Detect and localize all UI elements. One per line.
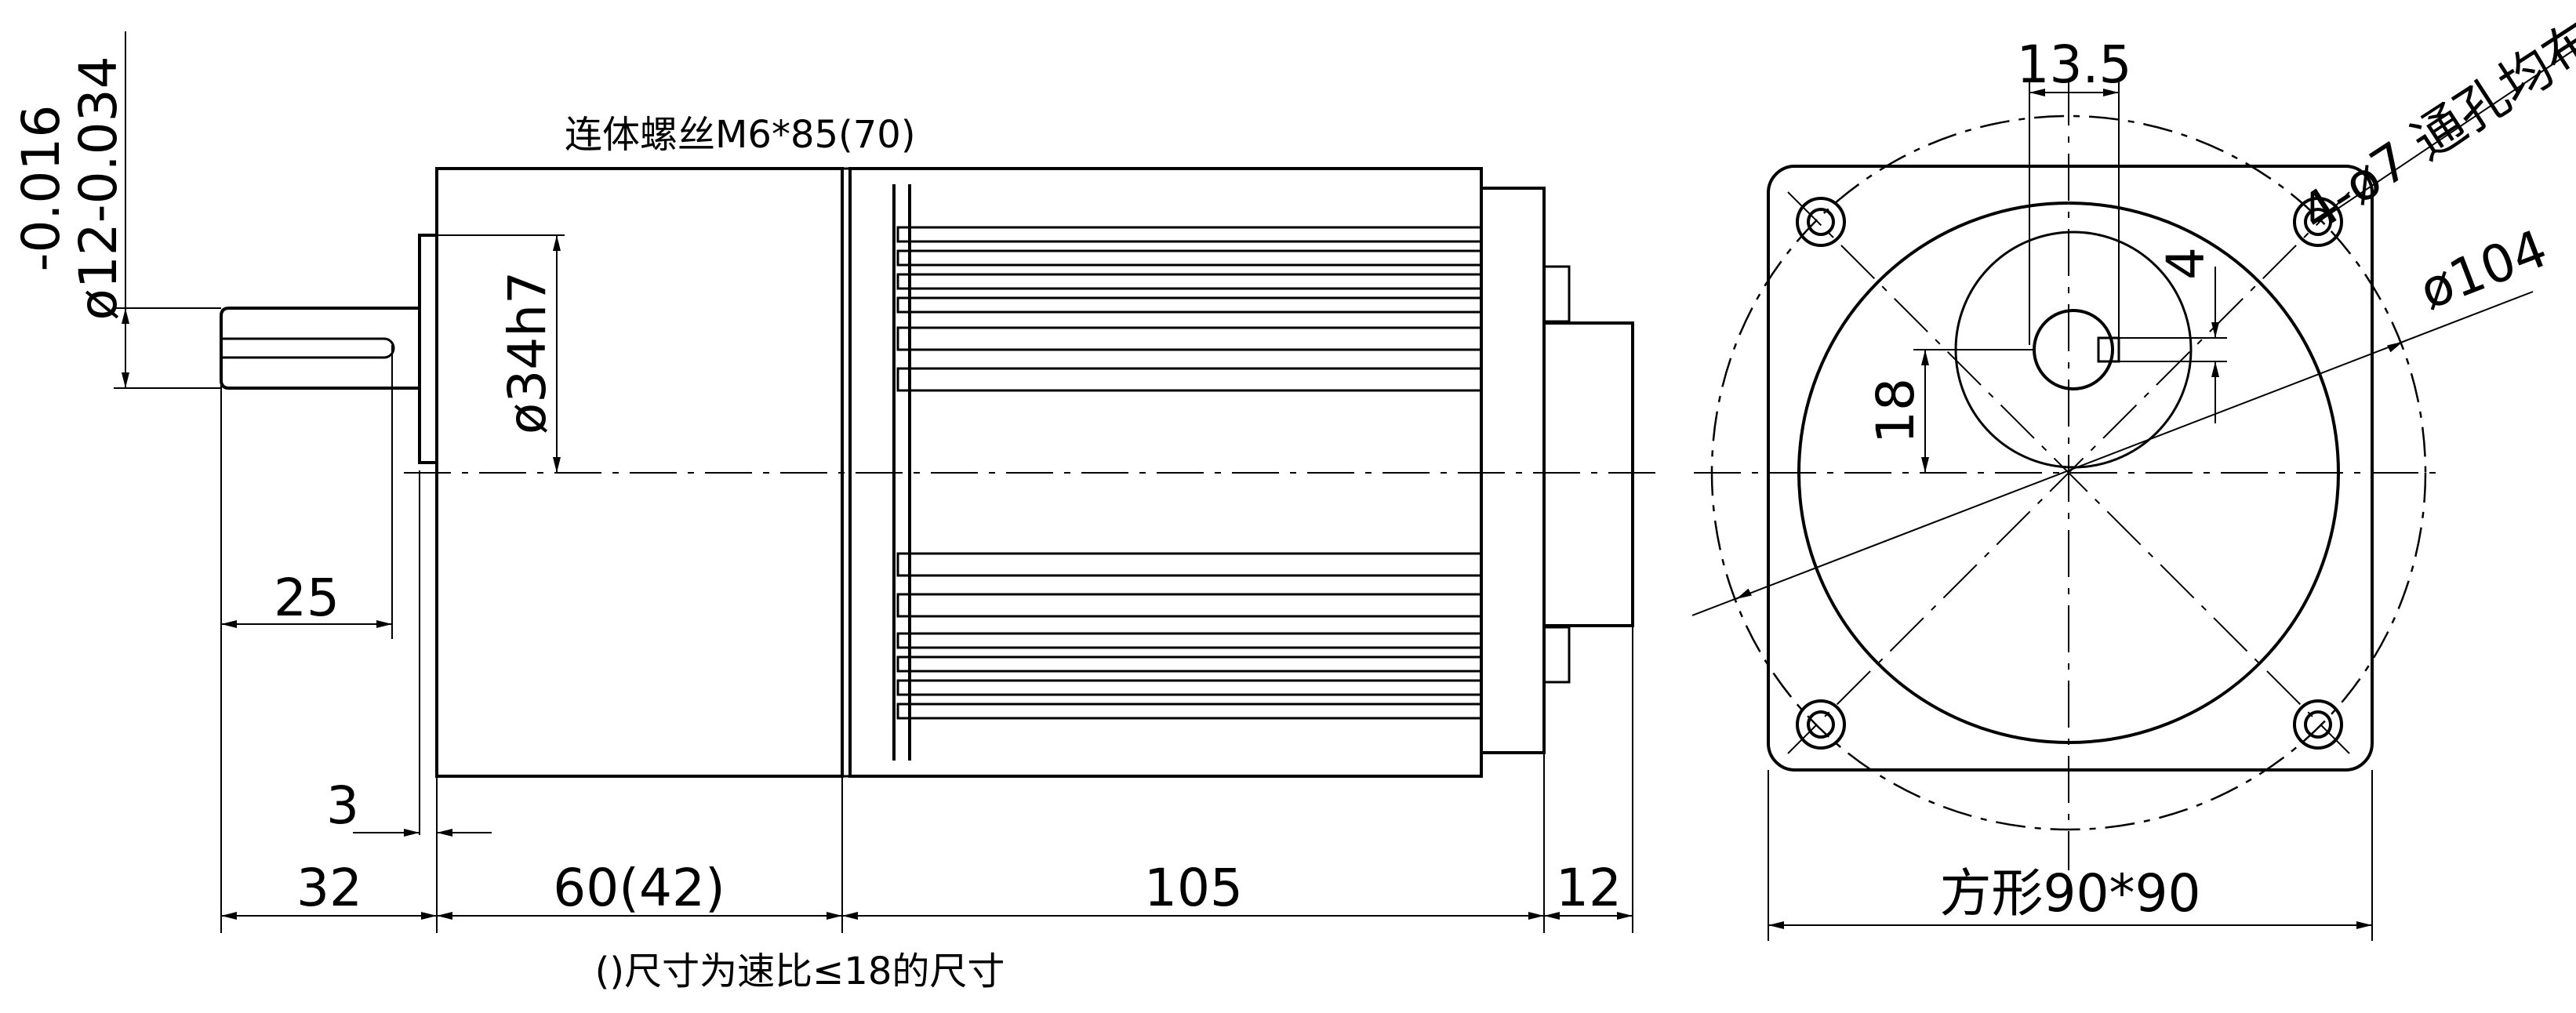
- tolerance-upper: -0.016: [11, 105, 71, 272]
- shaft-diameter: ø12-0.034: [68, 56, 129, 320]
- footnote: ()尺寸为速比≤18的尺寸: [595, 949, 1005, 993]
- mounting-holes: [1796, 197, 2343, 750]
- pilot-diameter: ø34h7: [497, 271, 558, 434]
- dim-32: 32: [296, 858, 362, 918]
- pilot-boss: [418, 234, 438, 464]
- rear-bolt-bottom: [1542, 626, 1571, 684]
- output-shaft: [220, 307, 420, 390]
- holes-note: 4-ø7 通孔均布: [2290, 9, 2576, 244]
- dim-pilot-length: 3: [326, 775, 359, 836]
- dim-105: 105: [1144, 858, 1243, 918]
- shaft-key-front: [2097, 336, 2120, 363]
- shaft-end-circle: [2033, 309, 2114, 390]
- rear-terminal-box: [1542, 321, 1634, 627]
- pcd-diameter: ø104: [2411, 218, 2555, 321]
- front-view: [1694, 78, 2447, 870]
- side-dimensions: 25 3 32 60(42) 105 12 -0.016 ø12-0.034 ø…: [11, 31, 1633, 993]
- rear-bolt-top: [1542, 265, 1571, 323]
- shaft-key: [220, 337, 395, 359]
- dim-square: 方形90*90: [1940, 863, 2201, 924]
- dim-shaft-length: 25: [274, 568, 340, 628]
- dim-60-42: 60(42): [553, 858, 725, 918]
- side-view: [220, 167, 1666, 778]
- front-dimensions: 13.5 4 18 4-ø7 通孔均布 ø104 方形90*90: [1691, 9, 2576, 941]
- dim-key-depth: 4: [2156, 247, 2216, 280]
- dim-key-width: 13.5: [2017, 34, 2132, 95]
- dim-12: 12: [1556, 858, 1622, 918]
- bolt-note: 连体螺丝M6*85(70): [565, 113, 916, 157]
- dim-key-height: 18: [1866, 378, 1926, 444]
- square-flange: [1767, 165, 2374, 772]
- rear-end-cap: [1480, 187, 1546, 754]
